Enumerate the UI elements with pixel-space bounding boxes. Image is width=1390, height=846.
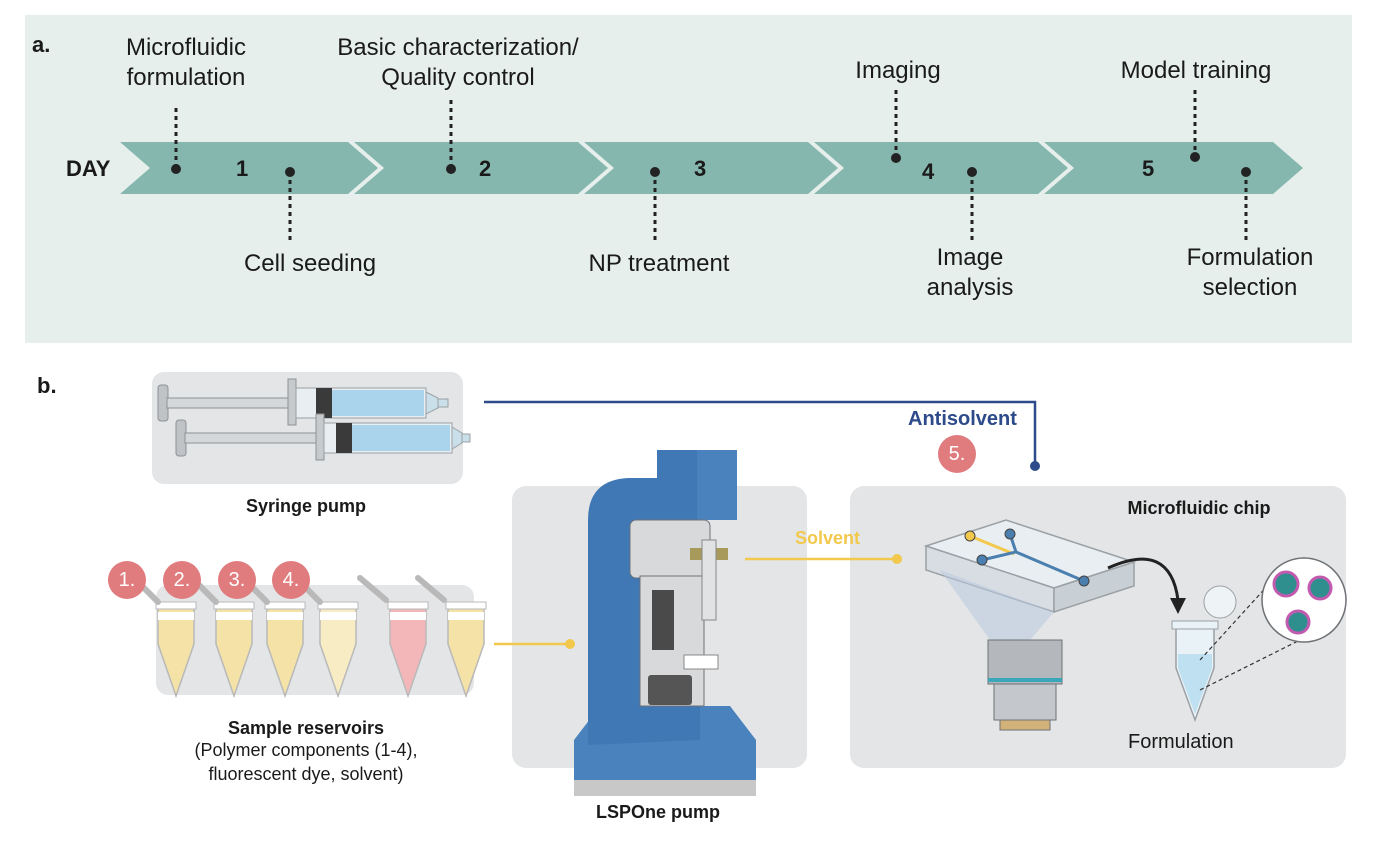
day-number-5: 5 <box>1142 156 1155 181</box>
event-microfluidic-formulation: Microfluidic formulation <box>125 34 247 91</box>
transfer-arrow <box>1107 557 1180 601</box>
badge-1: 1. <box>108 561 146 599</box>
event-formulation-selection: Formulation selection <box>1186 244 1314 301</box>
event-imaging: Imaging <box>855 57 941 84</box>
microfluidic-chip-label: Microfluidic chip <box>1127 498 1271 518</box>
event-dot <box>891 153 901 163</box>
day-1-chevron <box>120 142 378 194</box>
panel-a-label: a. <box>32 32 51 57</box>
day-5-chevron <box>1044 142 1303 194</box>
tube-dye <box>357 575 429 699</box>
tube-solvent <box>415 575 487 699</box>
day-3-chevron <box>584 142 838 194</box>
tube-2 <box>213 601 255 699</box>
panel-b-label: b. <box>37 373 57 398</box>
event-dot <box>1241 167 1251 177</box>
antisolvent-line <box>484 400 1037 466</box>
tube-4 <box>317 601 359 699</box>
event-model-training: Model training <box>1120 57 1272 84</box>
day-label: DAY <box>66 156 111 181</box>
event-characterization: Basic characterization/ Quality control <box>337 34 579 91</box>
event-dot <box>285 167 295 177</box>
antisolvent-label: Antisolvent <box>908 408 1017 430</box>
nanoparticle-zoom <box>1261 557 1347 643</box>
reservoirs-detail: (Polymer components (1-4), fluorescent d… <box>194 740 418 784</box>
syringe-1 <box>157 378 449 426</box>
event-dot <box>171 164 181 174</box>
day-2-chevron <box>354 142 608 194</box>
day-number-3: 3 <box>694 156 707 181</box>
event-np-treatment: NP treatment <box>588 250 730 277</box>
badge-4: 4. <box>272 561 310 599</box>
event-image-analysis: Image analysis <box>926 244 1014 301</box>
event-dot <box>650 167 660 177</box>
syringe-pump-label: Syringe pump <box>245 496 366 516</box>
event-dot <box>967 167 977 177</box>
lspone-pump-device <box>574 450 756 796</box>
day-number-2: 2 <box>479 156 492 181</box>
badge-2: 2. <box>163 561 201 599</box>
formulation-label: Formulation <box>1128 731 1234 753</box>
microfluidic-panel <box>850 486 1346 768</box>
tube-1 <box>155 601 197 699</box>
lspone-pump-label: LSPOne pump <box>595 802 720 822</box>
formulation-tube-graphic <box>1171 585 1237 723</box>
badge-5: 5. <box>938 435 976 473</box>
event-dot <box>1190 152 1200 162</box>
event-dot <box>446 164 456 174</box>
day-number-4: 4 <box>922 159 935 184</box>
tube-3 <box>264 601 306 699</box>
day-number-1: 1 <box>236 156 249 181</box>
microfluidic-chip-graphic <box>923 519 1137 640</box>
event-cell-seeding: Cell seeding <box>243 250 377 277</box>
syringe-2 <box>175 413 471 461</box>
objective-lens-graphic <box>987 639 1063 731</box>
badge-3: 3. <box>218 561 256 599</box>
sample-reservoirs-label: Sample reservoirs <box>227 718 385 738</box>
day-4-chevron <box>814 142 1068 194</box>
solvent-label: Solvent <box>795 528 861 548</box>
